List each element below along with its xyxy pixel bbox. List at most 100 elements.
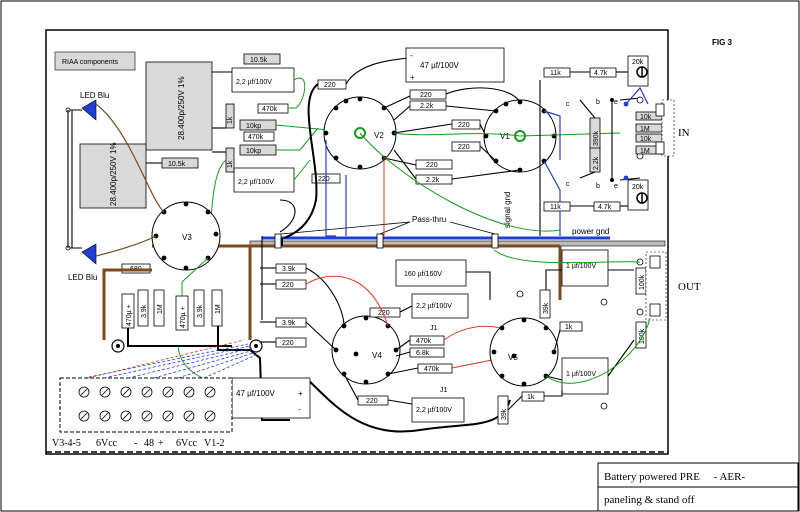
pin-e-b: e xyxy=(614,183,618,190)
res-220-mid-a-label: 220 xyxy=(420,92,432,99)
cap-1u-b xyxy=(561,357,609,395)
cap-2-2u-j1a-label: 2,2 µf/100V xyxy=(416,303,452,310)
res-390k-label: 390k xyxy=(593,130,600,146)
res-1k-riaa-b-label: 1k xyxy=(227,160,234,168)
terminal-screw-slot xyxy=(206,412,214,420)
res-11k-bot-label: 11k xyxy=(550,204,561,211)
res-2-2k-b-label: 2.2k xyxy=(426,177,440,184)
res-100k-out-a-label: 100k xyxy=(639,274,646,290)
terminal-label-3: - xyxy=(134,438,137,449)
terminal-label-1: V3-4-5 xyxy=(52,438,81,449)
res-1k-riaa-a-label: 1k xyxy=(227,116,234,124)
cap-47u-bot-minus: - xyxy=(298,405,301,414)
cap-2-2u-j1b xyxy=(411,397,465,423)
res-1k-v5b-label: 1k xyxy=(527,394,535,401)
res-220-v4-d-label: 220 xyxy=(366,398,378,405)
res-1m-b-label: 1M xyxy=(215,304,222,314)
led-top-label: LED Blu xyxy=(80,91,109,100)
fig-label: FIG 3 xyxy=(712,38,733,47)
input-jack[interactable] xyxy=(655,99,675,157)
res-3-9k-v3a xyxy=(137,289,149,327)
res-6-8k-label: 6.8k xyxy=(416,350,430,357)
terminal-screw-slot xyxy=(101,388,109,396)
cap-470u-b-label: 470µ + xyxy=(180,306,187,328)
title-line-2: paneling & stand off xyxy=(604,494,695,506)
cap-47u-bot-plus: + xyxy=(298,389,303,398)
res-220-mid-a xyxy=(409,89,447,100)
tube-v1-label: V1 xyxy=(500,132,510,141)
cap-28400-a xyxy=(145,61,213,151)
res-10-5k-a-label: 10.5k xyxy=(250,57,268,64)
cap-47u-top xyxy=(405,47,505,83)
terminal-label-4: 48 xyxy=(144,438,154,449)
out-label: OUT xyxy=(678,281,701,293)
res-470k-v4b-label: 470k xyxy=(424,366,440,373)
terminal-screw-slot xyxy=(122,388,130,396)
terminal-screw-slot xyxy=(122,412,130,420)
res-10kp-b-label: 10kp xyxy=(246,148,261,155)
terminal-label-5: + xyxy=(158,438,164,449)
cap-47u-bot xyxy=(231,377,311,419)
terminal-screw-slot xyxy=(143,388,151,396)
res-220-v4-b-label: 220 xyxy=(282,340,294,347)
output-jack[interactable] xyxy=(645,251,667,321)
cap-47u-top-plus: + xyxy=(410,73,415,82)
terminal-screw-slot xyxy=(80,388,88,396)
tube-v4-label: V4 xyxy=(372,351,382,360)
cap-1u-a-label: 1 µf/100V xyxy=(566,263,596,270)
res-1m-a xyxy=(153,289,165,327)
tube-v5-label: V5 xyxy=(508,353,518,362)
res-1m-a-label: 1M xyxy=(157,304,164,314)
pin-b-b: b xyxy=(596,183,600,190)
terminal-screw-slot xyxy=(164,388,172,396)
tube-v3: V3 xyxy=(151,201,221,271)
res-220-v2-top-label: 220 xyxy=(324,82,336,89)
res-3-9k-v3b xyxy=(193,289,205,327)
power-gnd-label: power gnd xyxy=(572,227,609,236)
cap-1u-b-label: 1 µf/100V xyxy=(566,371,596,378)
res-10k-in-a-label: 10k xyxy=(640,114,652,121)
terminal-label-2: 6Vcc xyxy=(96,438,118,449)
cap-2-2u-j1a xyxy=(411,293,469,319)
riaa-label-box xyxy=(54,51,136,71)
res-220-v1-a-label: 220 xyxy=(458,122,470,129)
res-2-2k-a xyxy=(409,100,447,111)
res-39k-v5b-label: 39k xyxy=(501,408,508,420)
res-1m-in-b-label: 1M xyxy=(640,148,650,155)
title-line-1: Battery powered PRE - AER- xyxy=(604,471,745,483)
terminal-screw-slot xyxy=(101,412,109,420)
terminal-screw-slot xyxy=(185,412,193,420)
cap-2-2u-b-label: 2,2 µf/100V xyxy=(238,179,274,186)
res-10k-in-b-label: 10k xyxy=(640,136,652,143)
res-39k-v5a-label: 39k xyxy=(543,302,550,314)
terminal-screw-slot xyxy=(185,388,193,396)
res-470k-a-label: 470k xyxy=(262,106,278,113)
res-39k-v5a xyxy=(539,289,551,319)
cap-28400-b xyxy=(79,143,147,209)
terminal-screw-slot xyxy=(206,388,214,396)
trimmer-20k-a-label: 20k xyxy=(632,59,644,66)
res-1k-riaa-a xyxy=(225,103,235,129)
cap-47u-top-label: 47 µf/100V xyxy=(420,61,460,70)
pin-b-a: b xyxy=(596,99,600,106)
j1-b-label: J1 xyxy=(440,387,448,394)
trimmer-20k-b[interactable]: 20k xyxy=(627,179,649,211)
terminal-screw-slot xyxy=(164,412,172,420)
res-2-2k-a-label: 2.2k xyxy=(420,103,434,110)
res-220-v2-bot-label: 220 xyxy=(318,176,330,183)
res-220-mid-b-label: 220 xyxy=(426,162,438,169)
res-220-v1-b-label: 220 xyxy=(458,144,470,151)
res-470k-b xyxy=(243,131,275,142)
terminal-block[interactable] xyxy=(59,377,233,433)
res-1k-v5a xyxy=(559,321,583,332)
title-block: Battery powered PRE - AER- paneling & st… xyxy=(597,462,799,512)
res-10kp-a-label: 10kp xyxy=(246,123,261,130)
cap-2-2u-b xyxy=(233,167,295,193)
cap-2-2u-a-label: 2,2 µf/100V xyxy=(236,79,272,86)
res-470k-b-label: 470k xyxy=(248,134,264,141)
trimmer-20k-a[interactable]: 20k xyxy=(627,55,649,87)
cap-1u-a xyxy=(561,249,609,287)
pin-c-b: c xyxy=(566,181,570,188)
cap-28400-a-label: 28.400p/250V 1% xyxy=(177,76,186,140)
